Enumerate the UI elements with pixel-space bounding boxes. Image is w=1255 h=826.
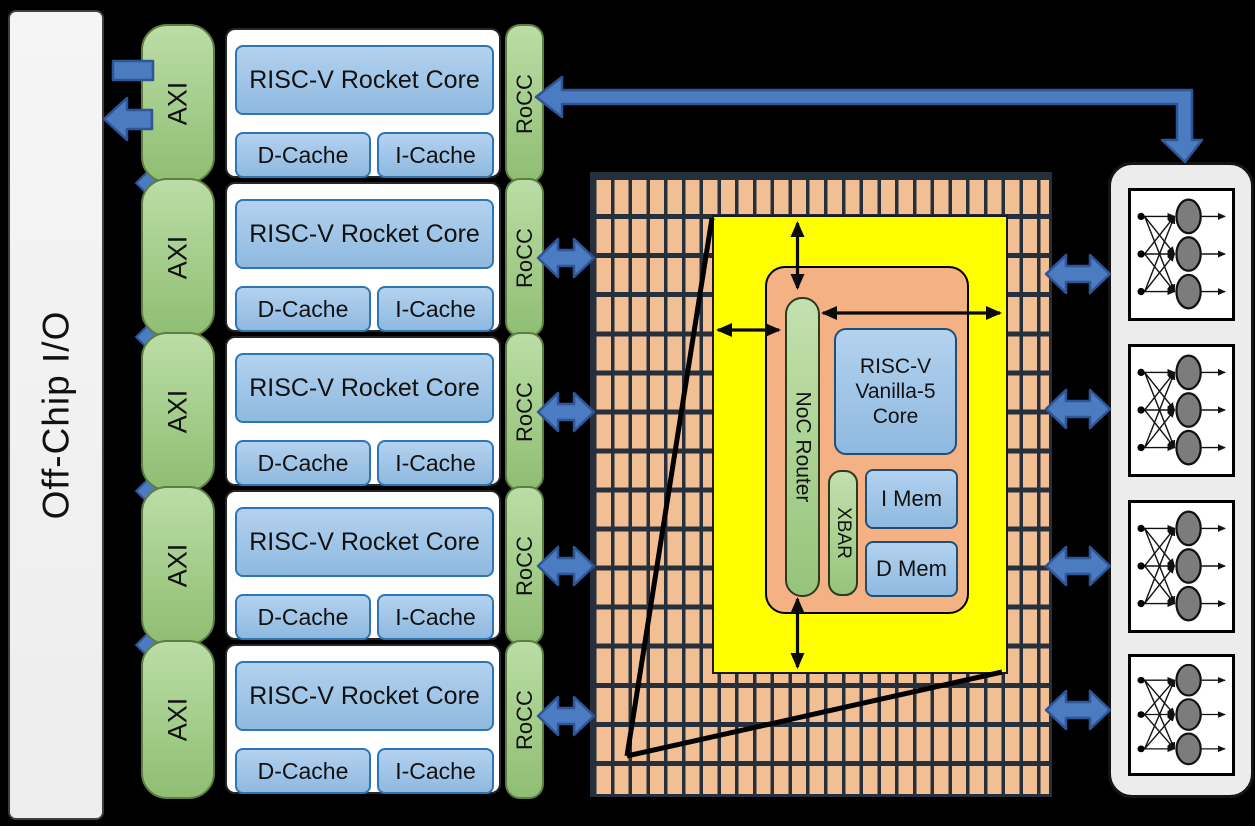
i-cache-label: I-Cache <box>395 295 476 322</box>
neural-network-graph <box>1137 663 1226 766</box>
rocc-label: RoCC <box>511 381 537 442</box>
xbar: XBAR <box>828 470 858 596</box>
noc-accelerator-link-arrow <box>1044 689 1112 731</box>
rocc-noc-link-arrow <box>536 695 596 737</box>
noc-accelerator-link-arrow <box>1044 253 1112 295</box>
rocket-core: RISC-V Rocket Core <box>235 353 494 423</box>
rocket-core-tile: RISC-V Rocket Core D-Cache I-Cache <box>225 182 501 332</box>
rocc-interface: RoCC <box>505 640 544 799</box>
i-cache: I-Cache <box>377 286 494 332</box>
rocc-noc-link-arrow <box>536 391 596 433</box>
neural-network-unit <box>1128 344 1235 477</box>
d-cache: D-Cache <box>235 748 371 794</box>
d-mem-label: D Mem <box>876 556 947 581</box>
rocket-core-tile: RISC-V Rocket Core D-Cache I-Cache <box>225 336 501 486</box>
tile-zoom-callout: NoC Router XBAR RISC-V Vanilla-5 Core I … <box>712 215 1008 674</box>
rocket-core: RISC-V Rocket Core <box>235 661 494 731</box>
rocket-core-tile: RISC-V Rocket Core D-Cache I-Cache <box>225 644 501 794</box>
rocket-core-tile: RISC-V Rocket Core D-Cache I-Cache <box>225 28 501 178</box>
neural-network-graph <box>1137 354 1226 466</box>
i-cache: I-Cache <box>377 132 494 178</box>
rocket-core-tile: RISC-V Rocket Core D-Cache I-Cache <box>225 490 501 640</box>
i-cache-label: I-Cache <box>395 141 476 168</box>
rocket-core-label: RISC-V Rocket Core <box>249 219 480 248</box>
i-mem-label: I Mem <box>880 486 943 511</box>
rocc-label: RoCC <box>511 73 537 134</box>
rocket-core-label: RISC-V Rocket Core <box>249 527 480 556</box>
rocket-core: RISC-V Rocket Core <box>235 45 494 115</box>
axi-label: AXI <box>162 235 193 280</box>
xbar-label: XBAR <box>833 507 854 559</box>
rocket-core: RISC-V Rocket Core <box>235 199 494 269</box>
rocc-interface: RoCC <box>505 24 544 183</box>
axi-interface: AXI <box>141 486 215 645</box>
rocc-label: RoCC <box>511 535 537 596</box>
d-cache: D-Cache <box>235 440 371 486</box>
i-cache: I-Cache <box>377 748 494 794</box>
d-cache-label: D-Cache <box>257 757 349 784</box>
axi-label: AXI <box>162 81 193 126</box>
axi-interface: AXI <box>141 178 215 337</box>
noc-router-label: NoC Router <box>791 391 815 503</box>
d-cache-label: D-Cache <box>257 603 349 630</box>
axi-interface: AXI <box>141 640 215 799</box>
rocc-interface: RoCC <box>505 178 544 337</box>
neural-network-unit <box>1128 188 1235 321</box>
neural-network-graph <box>1137 510 1226 622</box>
i-cache-label: I-Cache <box>395 449 476 476</box>
d-cache: D-Cache <box>235 594 371 640</box>
vanilla5-core: RISC-V Vanilla-5 Core <box>834 328 957 455</box>
rocket-core-label: RISC-V Rocket Core <box>249 65 480 94</box>
axi-label: AXI <box>162 389 193 434</box>
rocket-core-label: RISC-V Rocket Core <box>249 373 480 402</box>
rocket-core-label: RISC-V Rocket Core <box>249 681 480 710</box>
noc-accelerator-link-arrow <box>1044 545 1112 587</box>
axi-label: AXI <box>162 697 193 742</box>
d-mem: D Mem <box>865 541 958 597</box>
d-cache-label: D-Cache <box>257 449 349 476</box>
neural-network-unit <box>1128 500 1235 633</box>
rocc-label: RoCC <box>511 689 537 750</box>
neural-network-graph <box>1137 198 1226 310</box>
i-cache: I-Cache <box>377 440 494 486</box>
rocc-interface: RoCC <box>505 332 544 491</box>
i-mem: I Mem <box>865 469 958 529</box>
i-cache: I-Cache <box>377 594 494 640</box>
vanilla5-core-label: RISC-V Vanilla-5 Core <box>855 354 936 429</box>
i-cache-label: I-Cache <box>395 757 476 784</box>
rocc-noc-link-arrow <box>536 545 596 587</box>
d-cache-label: D-Cache <box>257 141 349 168</box>
axi-interface: AXI <box>141 332 215 491</box>
off-chip-io-block: Off-Chip I/O <box>8 10 104 820</box>
d-cache: D-Cache <box>235 286 371 332</box>
i-cache-label: I-Cache <box>395 603 476 630</box>
accelerator-rocc-elbow-arrow <box>534 75 1204 164</box>
rocket-core: RISC-V Rocket Core <box>235 507 494 577</box>
axi-interface: AXI <box>141 24 215 183</box>
noc-accelerator-link-arrow <box>1044 388 1112 430</box>
d-cache: D-Cache <box>235 132 371 178</box>
off-chip-io-label: Off-Chip I/O <box>35 310 76 520</box>
rocc-label: RoCC <box>511 227 537 288</box>
rocc-noc-link-arrow <box>536 237 596 279</box>
axi-label: AXI <box>162 543 193 588</box>
neural-network-unit <box>1128 654 1235 776</box>
rocc-interface: RoCC <box>505 486 544 645</box>
d-cache-label: D-Cache <box>257 295 349 322</box>
noc-router: NoC Router <box>785 297 820 597</box>
